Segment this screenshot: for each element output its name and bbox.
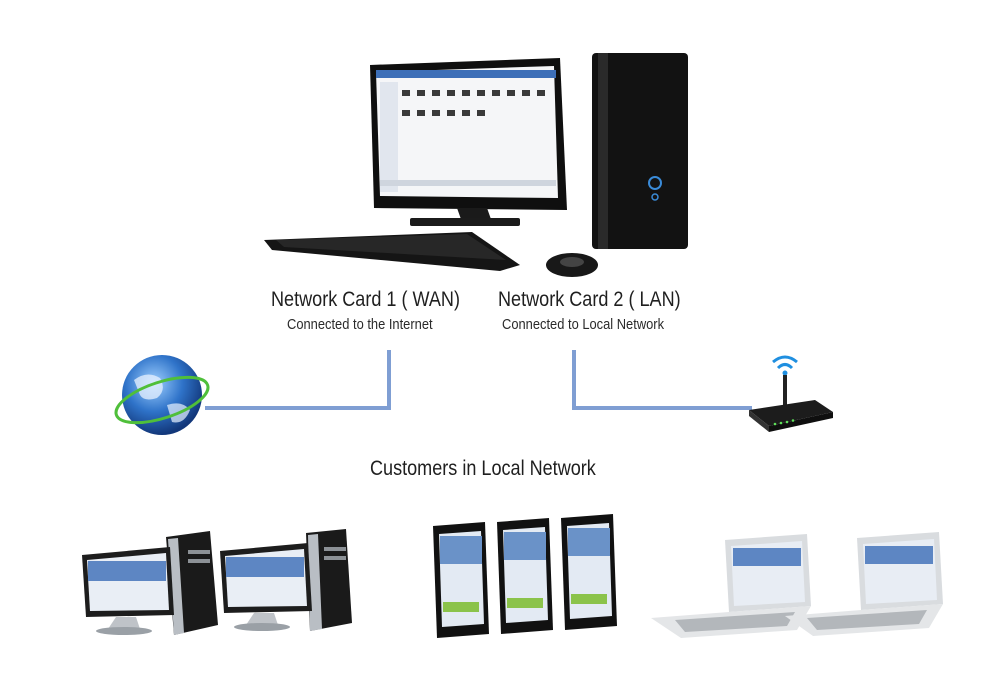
router-icon bbox=[749, 355, 833, 432]
server-computer bbox=[262, 50, 694, 282]
wan-connection-line-horizontal bbox=[205, 406, 391, 410]
wan-card-title: Network Card 1 ( WAN) bbox=[271, 288, 460, 311]
lan-connection-line-horizontal bbox=[572, 406, 752, 410]
laptop-icon bbox=[651, 532, 943, 638]
router bbox=[745, 350, 835, 435]
smartphone-icon bbox=[433, 514, 617, 638]
lan-card-title: Network Card 2 ( LAN) bbox=[498, 288, 681, 311]
desktop-pc-group bbox=[78, 525, 358, 645]
laptop-group bbox=[645, 528, 945, 646]
lan-card-subtitle: Connected to Local Network bbox=[502, 316, 665, 333]
server-computer-icon bbox=[264, 53, 688, 277]
desktop-pc-icon bbox=[82, 529, 352, 635]
internet-globe bbox=[112, 350, 212, 445]
lan-connection-line-vertical bbox=[572, 350, 576, 410]
wan-card-subtitle: Connected to the Internet bbox=[287, 316, 433, 333]
smartphone-group bbox=[425, 512, 625, 640]
globe-icon bbox=[114, 355, 210, 435]
wan-connection-line-vertical bbox=[387, 350, 391, 410]
customers-title: Customers in Local Network bbox=[370, 457, 596, 480]
